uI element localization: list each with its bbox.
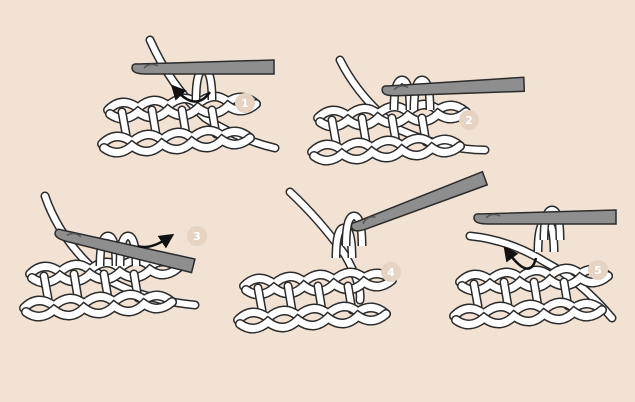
step-2-illustration: 2 (312, 60, 524, 161)
step-5-illustration: 5 (454, 210, 616, 325)
step-number: 5 (594, 264, 602, 277)
step-1-illustration: 1 (102, 40, 275, 153)
step-number-badge: 5 (588, 260, 608, 280)
step-number-badge: 1 (235, 93, 255, 113)
fabric-swatch (238, 272, 392, 328)
step-3-illustration: 3 (24, 196, 207, 317)
step-number: 2 (465, 114, 473, 127)
fabric-swatch (24, 260, 178, 316)
step-number: 4 (387, 266, 395, 279)
crochet-hook (474, 210, 616, 224)
fabric-swatch (312, 104, 466, 160)
fabric-swatch (102, 96, 256, 152)
fabric-swatch (454, 268, 608, 324)
curved-arrow-right-icon (138, 238, 168, 247)
step-number: 1 (241, 97, 249, 110)
step-number-badge: 2 (459, 110, 479, 130)
step-4-illustration: 4 (238, 172, 487, 329)
step-number-badge: 4 (381, 262, 401, 282)
crochet-hook (132, 60, 274, 74)
step-number: 3 (193, 230, 201, 243)
step-number-badge: 3 (187, 226, 207, 246)
crochet-hook (349, 172, 487, 234)
